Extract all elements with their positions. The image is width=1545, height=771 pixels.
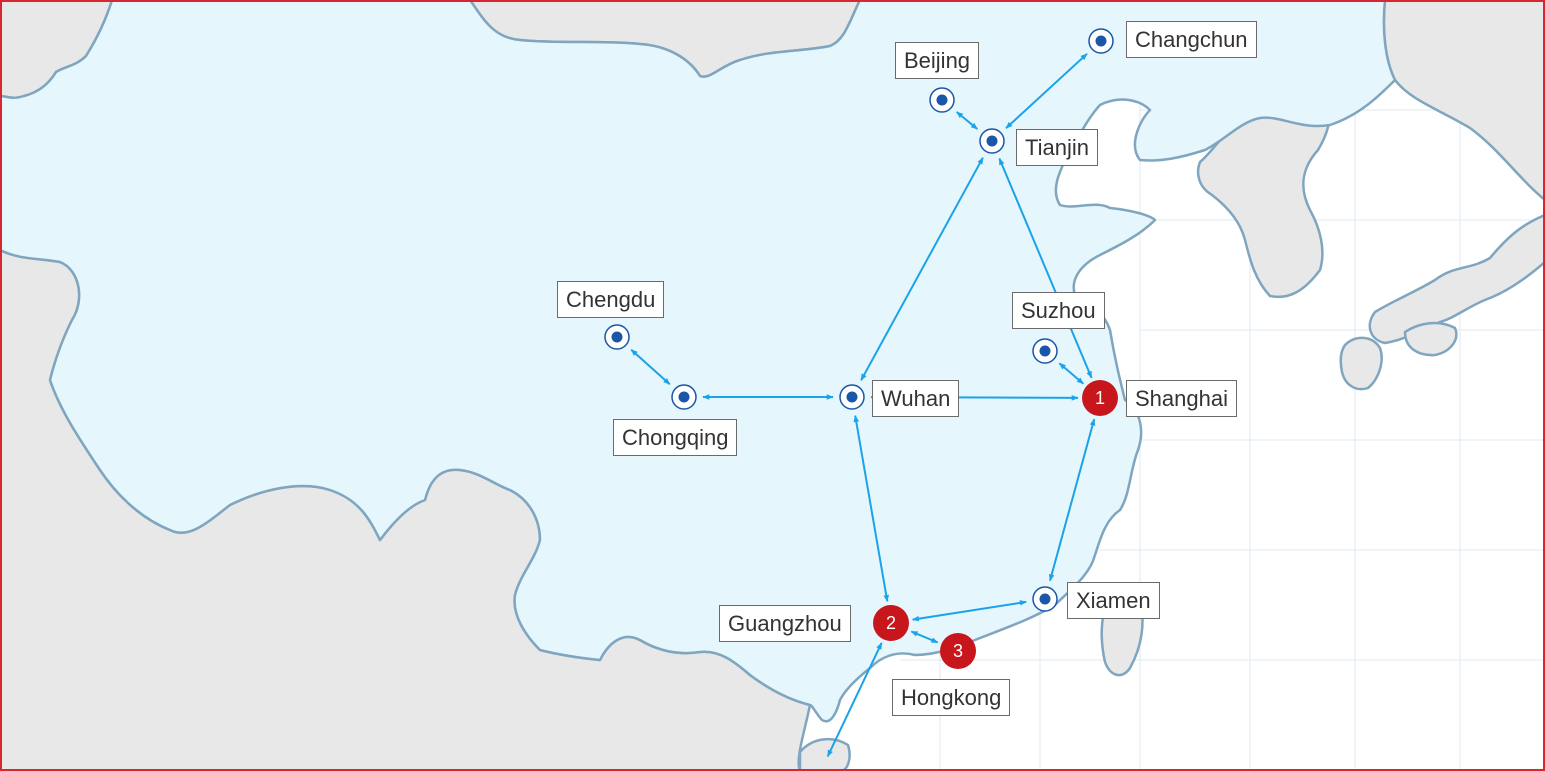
city-label-wuhan: Wuhan xyxy=(872,380,960,417)
city-label-guangzhou: Guangzhou xyxy=(719,605,851,642)
city-marker-icon-chengdu xyxy=(604,324,630,350)
city-label-hongkong: Hongkong xyxy=(892,679,1011,716)
city-marker-icon-xiamen xyxy=(1032,586,1058,612)
rank-marker-hongkong: 3 xyxy=(940,633,976,669)
city-label-shanghai: Shanghai xyxy=(1126,380,1237,417)
route-arrow-beijing-tianjin xyxy=(956,111,978,130)
route-arrow-suzhou-shanghai xyxy=(1058,362,1084,385)
city-marker-icon-changchun xyxy=(1088,28,1114,54)
city-label-changchun: Changchun xyxy=(1126,21,1257,58)
city-marker-icon-chongqing xyxy=(671,384,697,410)
route-arrow-tianjin-shanghai xyxy=(998,157,1093,379)
hainan-region xyxy=(798,737,851,771)
city-marker-icon-wuhan xyxy=(839,384,865,410)
city-label-beijing: Beijing xyxy=(895,42,980,79)
city-markers-layer xyxy=(604,28,1114,612)
rank-marker-shanghai: 1 xyxy=(1082,380,1118,416)
city-label-suzhou: Suzhou xyxy=(1012,292,1105,329)
japan-kyushu-region xyxy=(1339,336,1383,391)
rank-marker-guangzhou: 2 xyxy=(873,605,909,641)
route-arrow-guangzhou-hongkong xyxy=(910,630,939,644)
city-marker-icon-tianjin xyxy=(979,128,1005,154)
city-label-tianjin: Tianjin xyxy=(1016,129,1098,166)
city-label-chongqing: Chongqing xyxy=(613,419,738,456)
route-arrow-wuhan-guangzhou xyxy=(853,415,889,602)
routes-layer xyxy=(630,53,1096,758)
route-arrow-chengdu-chongqing xyxy=(630,348,671,386)
city-marker-icon-suzhou xyxy=(1032,338,1058,364)
route-arrow-guangzhou-island xyxy=(826,642,883,758)
japan-honshu-region xyxy=(1368,213,1545,345)
city-label-chengdu: Chengdu xyxy=(557,281,665,318)
route-arrow-xiamen-guangzhou xyxy=(912,600,1027,622)
route-arrow-tianjin-wuhan xyxy=(860,157,984,381)
route-arrow-tianjin-changchun xyxy=(1005,53,1088,129)
route-arrow-shanghai-xiamen xyxy=(1048,418,1096,582)
city-marker-icon-beijing xyxy=(929,87,955,113)
japan-shikoku-region xyxy=(1403,321,1458,357)
city-label-xiamen: Xiamen xyxy=(1067,582,1160,619)
